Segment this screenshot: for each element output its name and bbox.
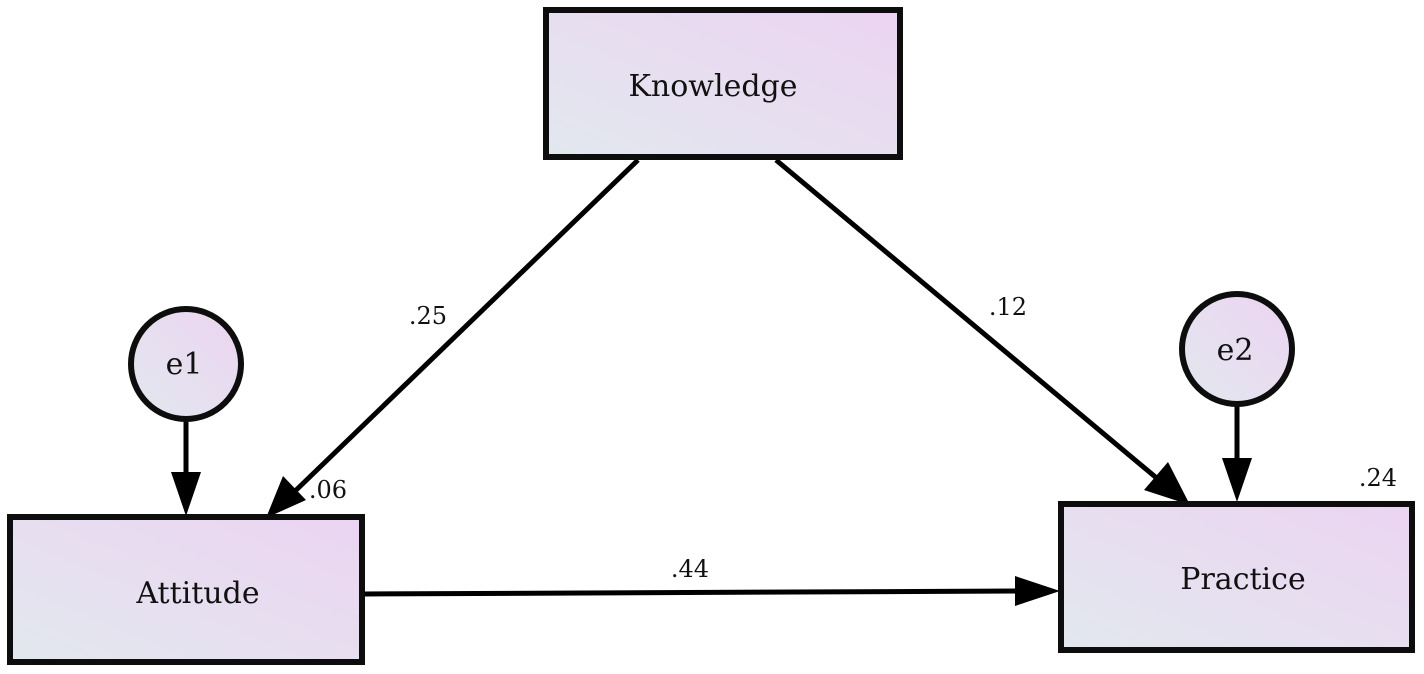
r2-practice: .24 <box>1359 464 1397 492</box>
edge-attitude-to-practice <box>363 576 1060 606</box>
node-e2: e2 <box>1179 291 1295 407</box>
edge-e1-to-attitude <box>171 420 201 516</box>
r2-attitude: .06 <box>309 476 347 504</box>
edge-knowledge-to-practice <box>774 158 1190 505</box>
node-practice: Practice <box>1058 501 1415 653</box>
node-attitude: Attitude <box>7 514 365 665</box>
node-e1: e1 <box>128 306 244 422</box>
node-e2-label: e2 <box>1217 333 1254 368</box>
edge-knowledge-to-attitude <box>266 158 640 518</box>
node-attitude-label: Attitude <box>135 576 259 611</box>
node-practice-label: Practice <box>1180 562 1305 597</box>
coef-attitude-to-practice: .44 <box>671 555 709 583</box>
coef-knowledge-to-practice: .12 <box>989 293 1027 321</box>
node-knowledge-label: Knowledge <box>629 69 798 104</box>
coef-knowledge-to-attitude: .25 <box>409 302 447 330</box>
node-e1-label: e1 <box>166 347 203 382</box>
edge-e2-to-practice <box>1222 405 1252 502</box>
node-knowledge: Knowledge <box>543 7 903 160</box>
